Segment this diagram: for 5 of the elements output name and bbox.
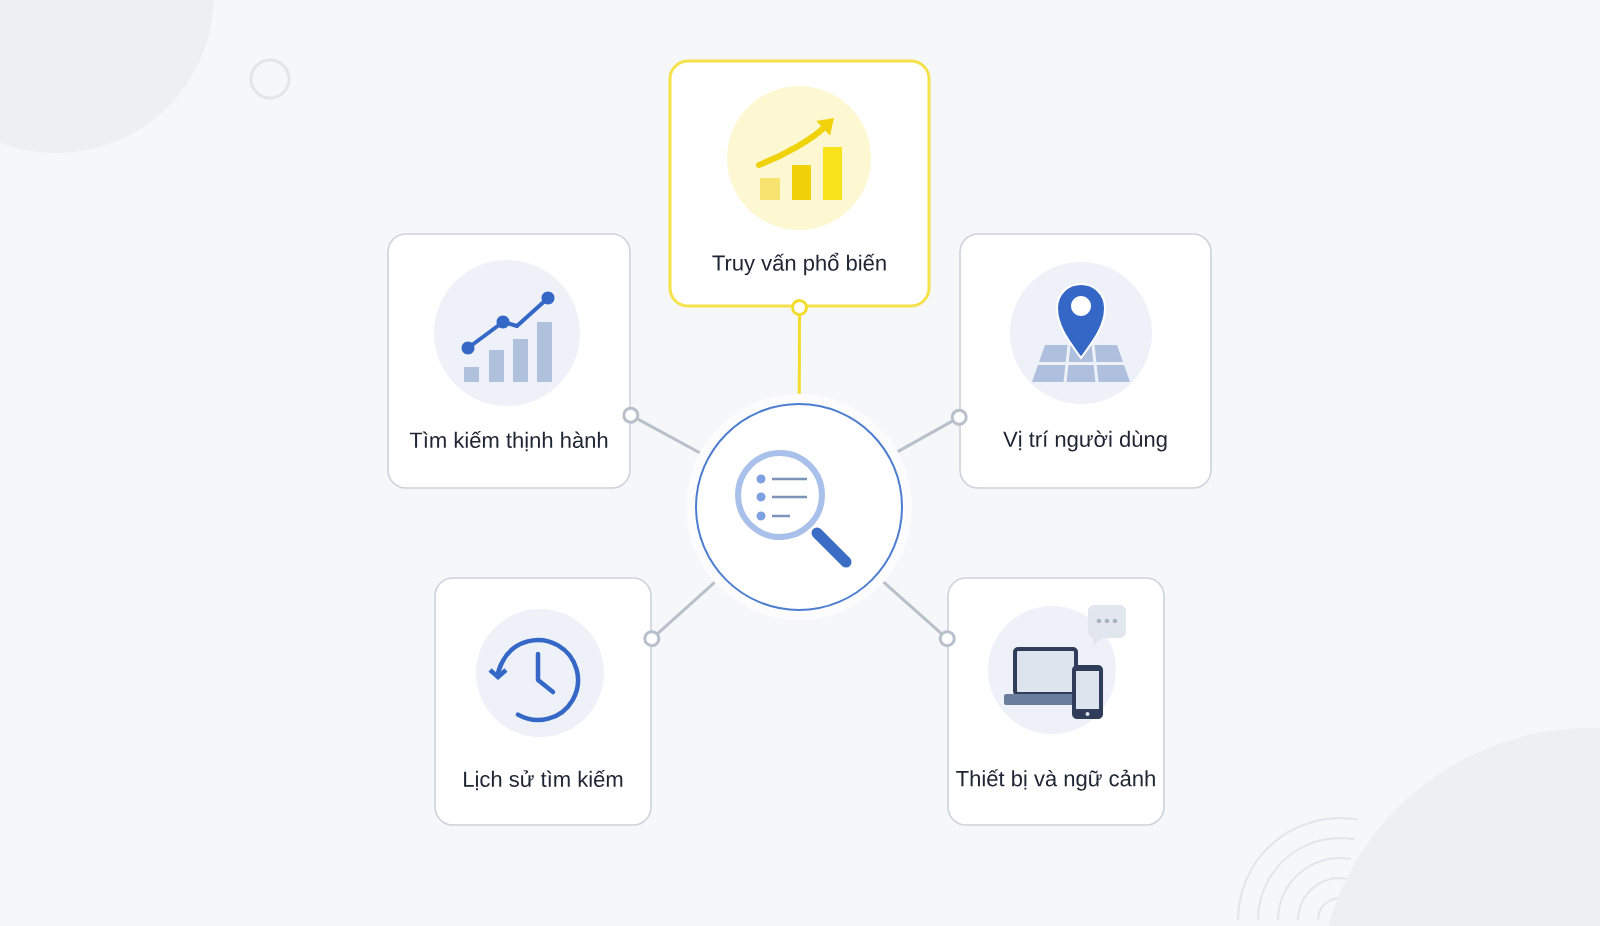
connector (643, 581, 716, 648)
connector (791, 299, 808, 394)
connector (622, 406, 701, 455)
connector (882, 581, 956, 648)
connector (897, 408, 968, 453)
